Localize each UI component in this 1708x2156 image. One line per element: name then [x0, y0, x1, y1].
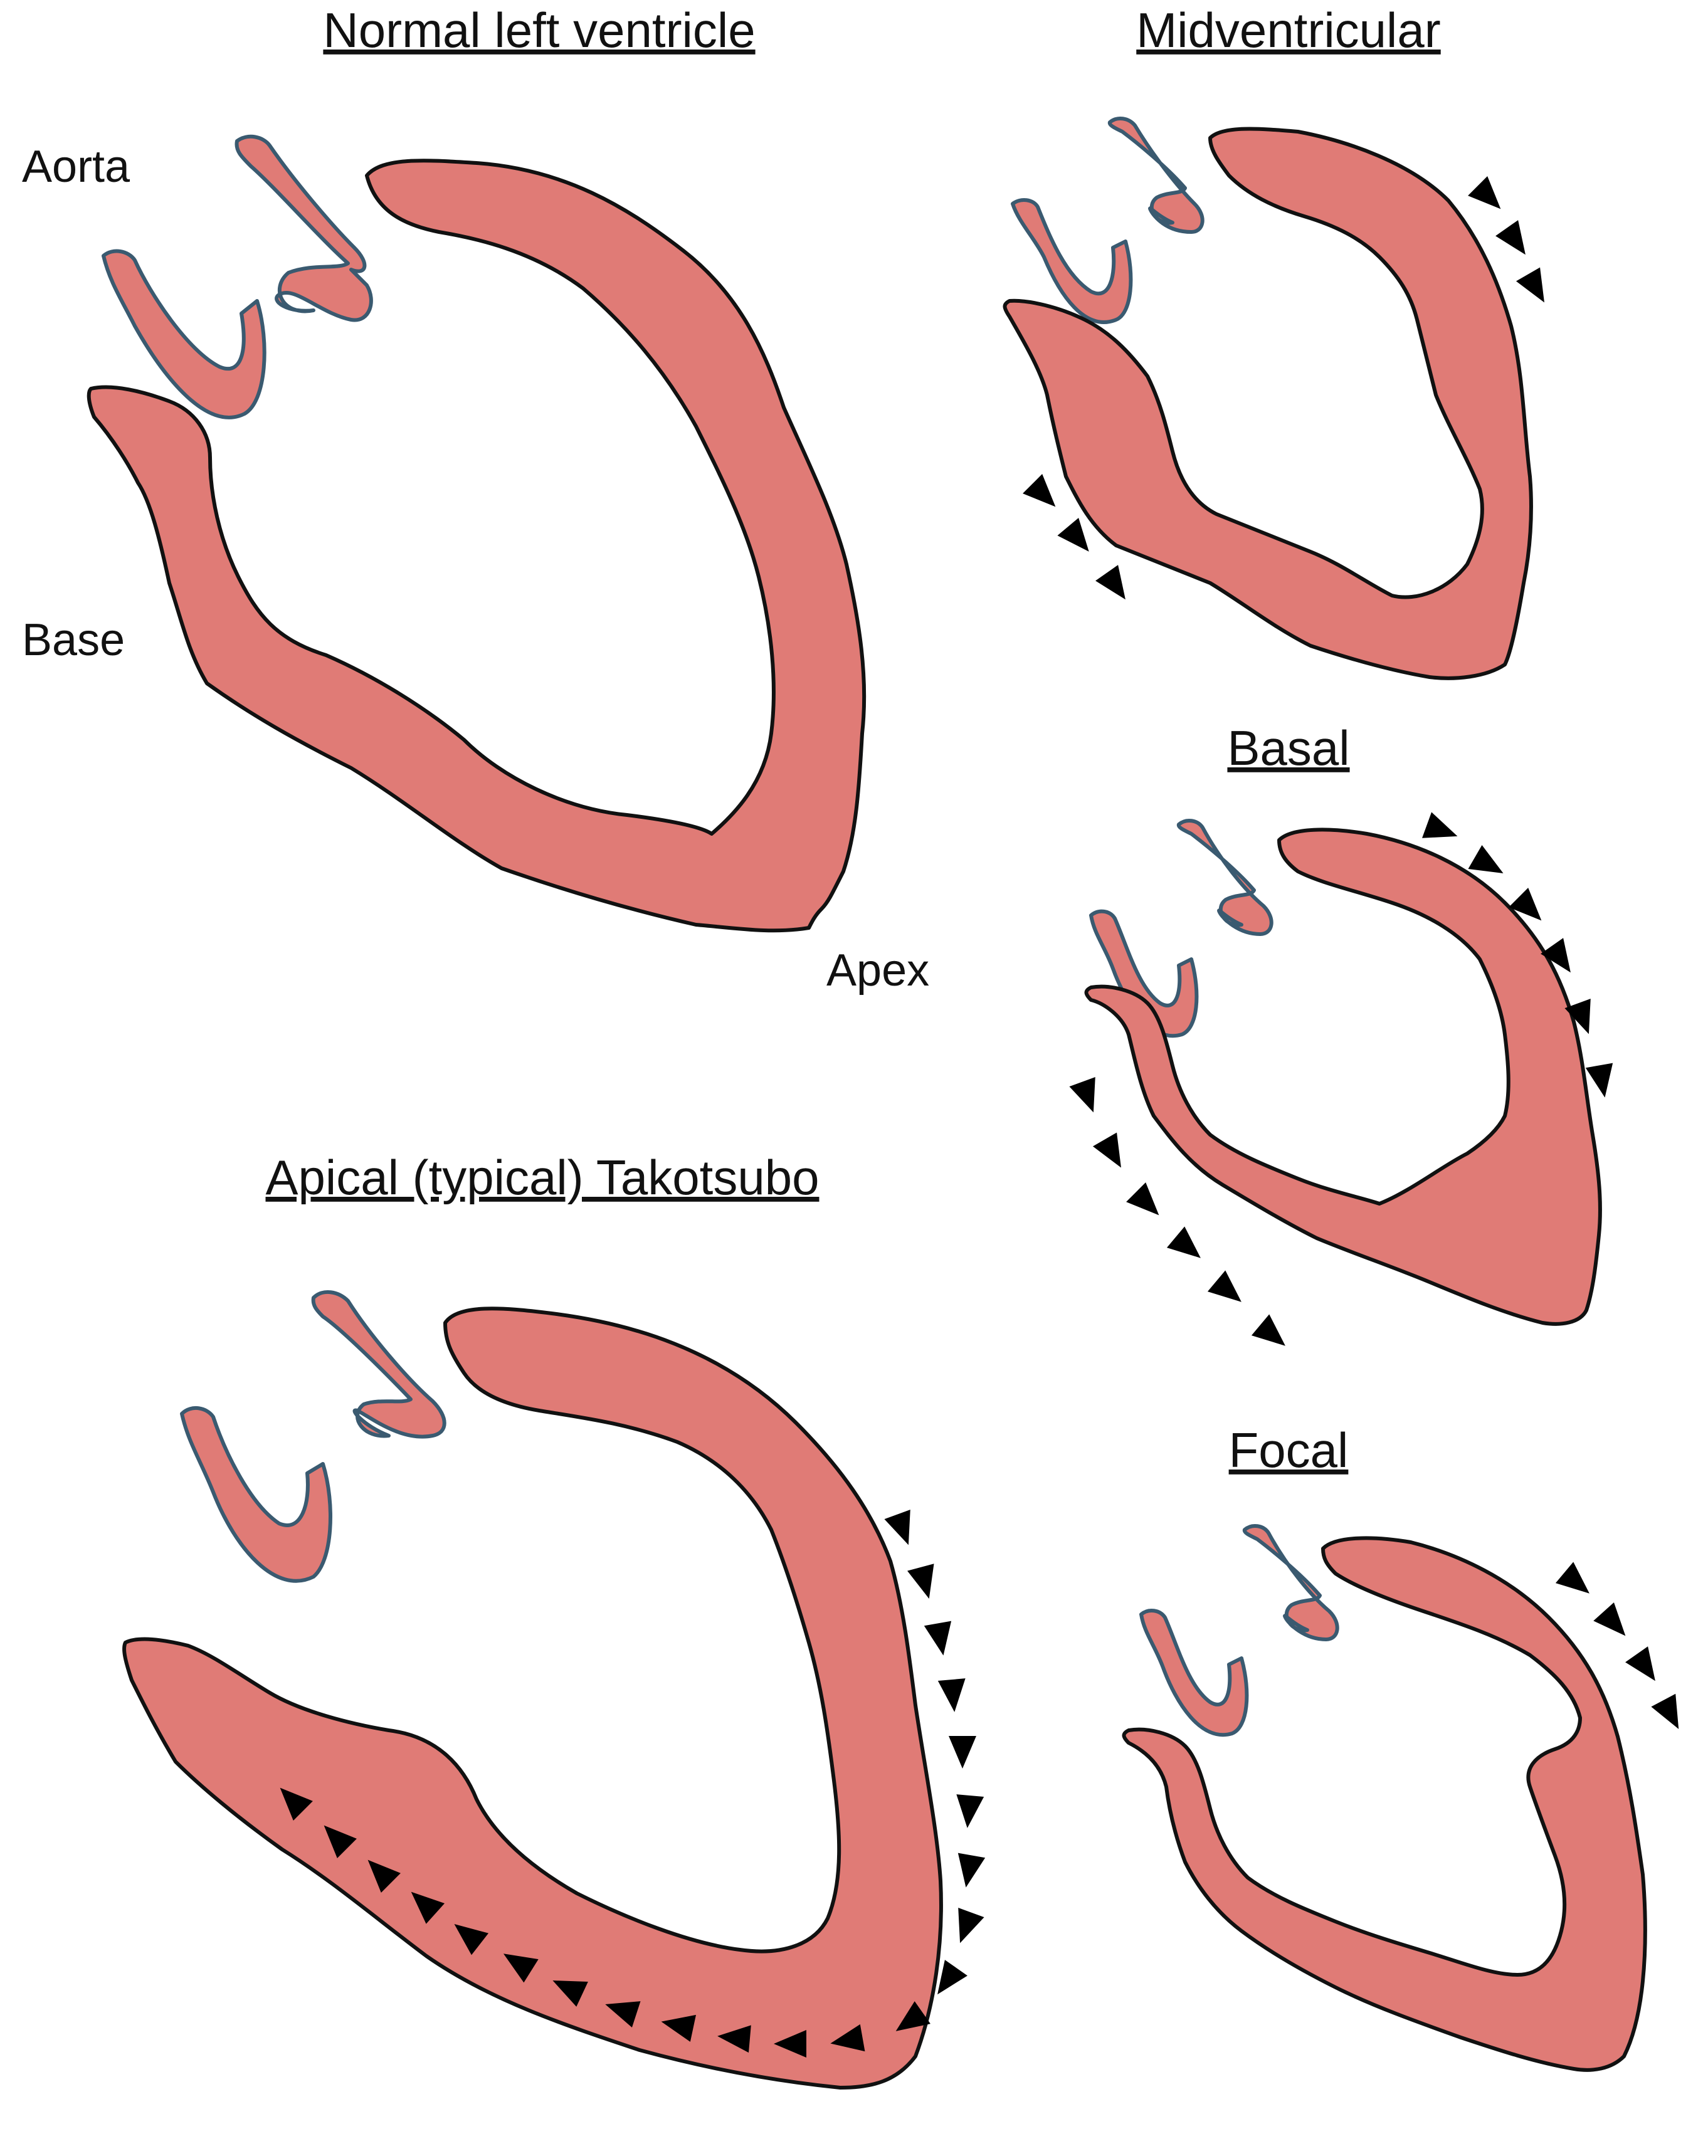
- ventricle-wall-focal: [1122, 1536, 1647, 2072]
- title-apical-takotsubo: Apical (typical) Takotsubo: [266, 1150, 820, 1205]
- arrowhead-icon: [1095, 565, 1137, 607]
- arrowhead-icon: [1092, 1132, 1134, 1175]
- arrowhead-icon: [1251, 1314, 1295, 1357]
- arrowhead-icon: [952, 1853, 986, 1890]
- arrowhead-icon: [1516, 267, 1557, 310]
- arrowhead-icon: [937, 1678, 969, 1713]
- valve-leaflet-left: [180, 1406, 332, 1583]
- ventricle-wall-basal: [1084, 828, 1602, 1326]
- panel-basal: Basal: [1069, 720, 1619, 1357]
- label-base: Base: [22, 615, 125, 665]
- title-focal: Focal: [1229, 1422, 1349, 1478]
- arrowhead-icon: [884, 1510, 922, 1550]
- valve-leaflet-left: [1139, 1609, 1249, 1737]
- valve-leaflet-right: [1176, 819, 1273, 936]
- arrowhead-icon: [1023, 474, 1065, 517]
- arrowhead-icon: [1207, 1270, 1251, 1313]
- arrowhead-icon: [1593, 1602, 1636, 1646]
- arrowhead-icon: [1126, 1182, 1169, 1225]
- label-aorta: Aorta: [22, 142, 130, 192]
- arrowhead-icon: [924, 1621, 957, 1658]
- arrowhead-icon: [1422, 812, 1462, 849]
- arrowhead-icon: [1625, 1646, 1667, 1689]
- panel-midventricular: Midventricular: [1003, 3, 1557, 680]
- panel-apical-takotsubo: Apical (typical) Takotsubo: [122, 1150, 986, 2090]
- arrowhead-icon: [907, 1564, 942, 1602]
- valve-leaflet-right: [1242, 1524, 1339, 1641]
- valve-leaflet-right: [235, 134, 373, 322]
- arrowhead-icon: [953, 1794, 984, 1829]
- ventricle-wall-midventricular: [1003, 127, 1533, 680]
- arrowhead-icon: [1069, 1077, 1107, 1117]
- title-normal: Normal left ventricle: [323, 3, 755, 58]
- valve-leaflet-right: [1107, 117, 1205, 234]
- title-basal: Basal: [1227, 720, 1349, 776]
- arrowhead-icon: [1468, 176, 1510, 219]
- valve-leaflet-left: [1011, 198, 1133, 324]
- ventricle-wall-normal: [87, 159, 867, 933]
- arrowhead-icon: [949, 1736, 976, 1769]
- arrowhead-icon: [1585, 1063, 1619, 1100]
- arrowhead-icon: [1166, 1226, 1210, 1269]
- arrowhead-icon: [1495, 220, 1537, 263]
- valve-leaflet-left: [102, 249, 266, 419]
- arrowhead-icon: [1651, 1693, 1691, 1736]
- ventricle-wall-apical: [122, 1307, 943, 2090]
- label-apex: Apex: [826, 945, 929, 996]
- arrowhead-icon: [1555, 1562, 1599, 1604]
- panel-normal: Normal left ventricle Aorta Base Apex: [22, 3, 929, 996]
- arrowhead-icon: [947, 1908, 984, 1948]
- valve-leaflet-left: [1089, 909, 1199, 1038]
- title-midventricular: Midventricular: [1136, 3, 1440, 58]
- valve-leaflet-right: [311, 1290, 446, 1439]
- panel-focal: Focal: [1122, 1422, 1691, 2072]
